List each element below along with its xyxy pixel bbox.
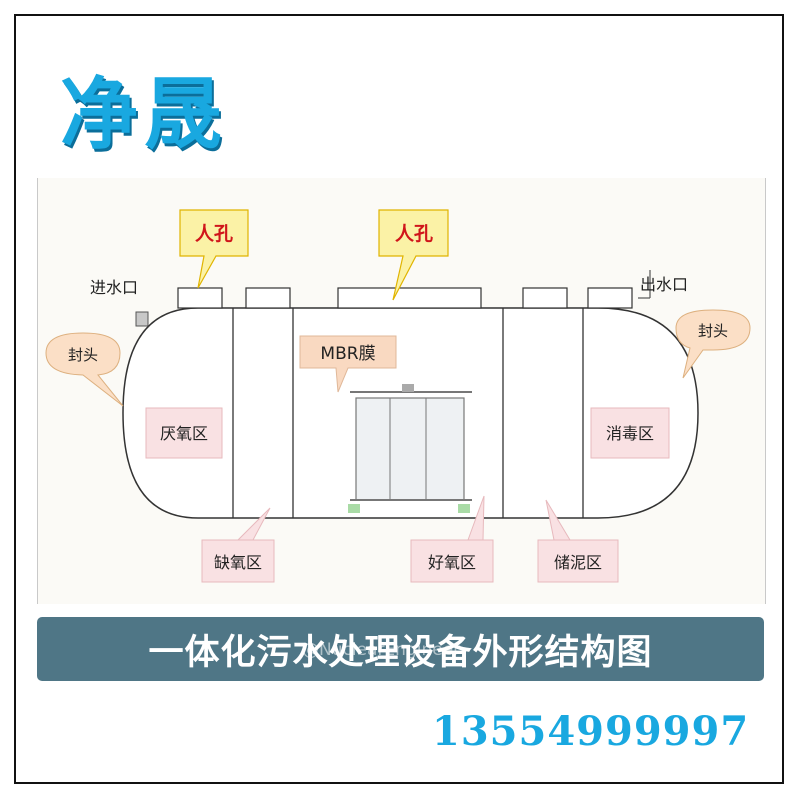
zone-box-anaerobic xyxy=(145,407,223,459)
manhole-callout-left xyxy=(179,209,249,289)
manhole-cap-4 xyxy=(522,287,568,309)
zone-callout-sludge xyxy=(537,499,619,583)
contact-phone: 13554999997 xyxy=(432,708,750,755)
inlet-pipe-icon xyxy=(135,311,149,327)
brand-logo-text: 净晟 xyxy=(60,69,229,160)
manhole-callout-right xyxy=(378,209,449,301)
manhole-cap-2 xyxy=(245,287,291,309)
manhole-cap-1 xyxy=(177,287,223,309)
tank-diagram: 人孔 人孔 进水口 出水口 封头 封头 MBR膜 厌氧区 xyxy=(45,209,751,583)
head-callout-left xyxy=(45,332,124,407)
diagram-panel: 人孔 人孔 进水口 出水口 封头 封头 MBR膜 厌氧区 xyxy=(37,178,766,604)
manhole-label-right: 人孔 xyxy=(395,223,433,245)
head-callout-right xyxy=(675,309,751,379)
zone-label-aerobic: 好氧区 xyxy=(428,553,476,572)
membrane-callout xyxy=(299,335,397,393)
watermark-text: @NuclearEngineer xyxy=(302,640,461,660)
zone-label-sludge: 储泥区 xyxy=(554,553,602,572)
head-label-right: 封头 xyxy=(698,322,728,340)
manhole-label-left: 人孔 xyxy=(195,223,233,245)
caption-bar: 一体化污水处理设备外形结构图 xyxy=(37,617,764,681)
head-label-left: 封头 xyxy=(68,346,98,364)
membrane-label: MBR膜 xyxy=(320,344,375,364)
manhole-cap-5 xyxy=(587,287,633,309)
zone-label-anaerobic: 厌氧区 xyxy=(160,424,208,443)
outlet-label: 出水口 xyxy=(640,275,688,294)
inlet-label: 进水口 xyxy=(90,278,138,297)
caption-title: 一体化污水处理设备外形结构图 xyxy=(148,632,653,673)
manhole-cap-3 xyxy=(337,287,482,309)
zone-callout-aerobic xyxy=(410,495,494,583)
mbr-membrane-module xyxy=(348,384,472,513)
zone-callout-anoxic xyxy=(201,507,275,583)
zone-label-anoxic: 缺氧区 xyxy=(214,553,262,572)
zone-box-disinfect xyxy=(590,407,670,459)
zone-label-disinfect: 消毒区 xyxy=(606,424,654,443)
